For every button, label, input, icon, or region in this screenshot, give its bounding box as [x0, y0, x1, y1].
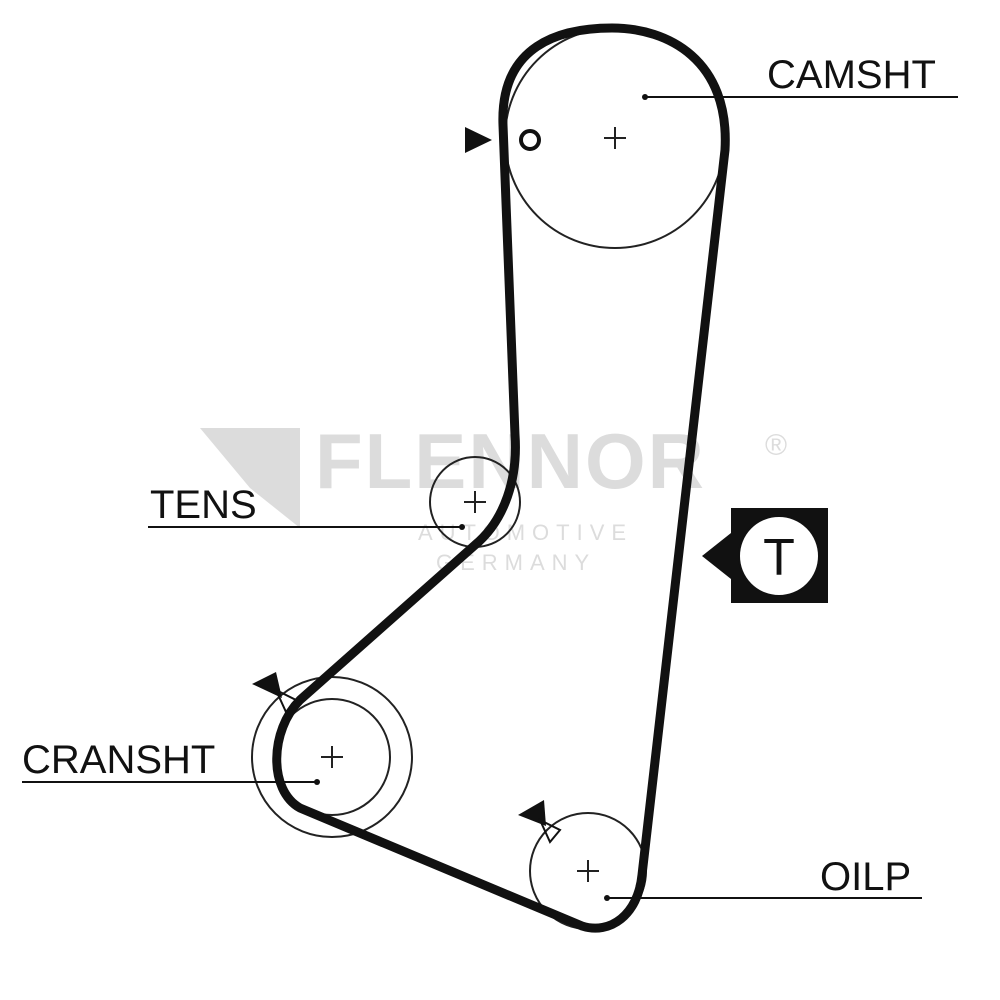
crankshaft-label: CRANSHT	[22, 738, 215, 782]
timing-belt	[272, 23, 730, 933]
tension-marker-pointer-icon	[702, 533, 731, 579]
watermark-line1: AUTOMOTIVE	[418, 520, 633, 545]
crankshaft-timing-arrow-icon	[252, 672, 282, 698]
watermark: FLENNOR ® AUTOMOTIVE GERMANY	[200, 417, 787, 575]
crankshaft-leader-dot	[314, 779, 320, 785]
crankshaft-center-cross	[321, 746, 343, 768]
oil-pump-timing-mark	[537, 817, 562, 844]
camshaft-leader-dot	[642, 94, 648, 100]
tensioner-leader-dot	[459, 524, 465, 530]
camshaft-center-cross	[604, 127, 626, 149]
tensioner-center-cross	[464, 491, 486, 513]
tensioner-label: TENS	[150, 483, 257, 527]
camshaft-label: CAMSHT	[767, 53, 936, 97]
tension-marker-circle	[738, 515, 820, 597]
tension-marker: T	[702, 508, 828, 603]
oil-pump-center-cross	[577, 860, 599, 882]
watermark-registered: ®	[765, 429, 787, 462]
watermark-logo-icon	[200, 428, 300, 528]
camshaft-timing-arrow-icon	[465, 127, 492, 153]
oil-pump-label: OILP	[820, 855, 911, 899]
oil-pump-leader-dot	[604, 895, 610, 901]
crankshaft-timing-mark	[273, 687, 298, 714]
tension-marker-letter: T	[763, 529, 795, 587]
camshaft-timing-dot	[519, 129, 541, 151]
